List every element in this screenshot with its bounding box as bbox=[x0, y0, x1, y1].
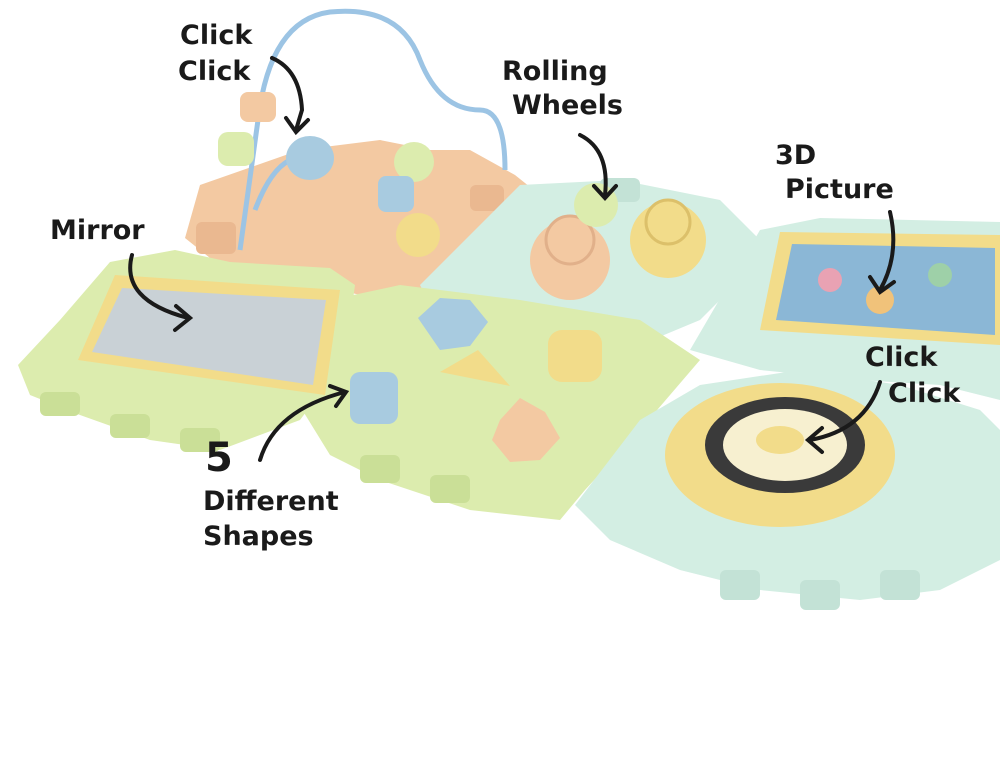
click-wheel bbox=[665, 383, 895, 527]
label-wheels: Wheels bbox=[512, 90, 623, 121]
shape-pegs bbox=[350, 298, 602, 462]
label-mirror: Mirror bbox=[50, 215, 145, 246]
label-picture: Picture bbox=[785, 174, 894, 205]
label-rolling: Rolling bbox=[502, 56, 608, 87]
label-click-click-top-2: Click bbox=[178, 56, 251, 87]
label-3d: 3D bbox=[775, 140, 817, 171]
rolling-wheels-gears bbox=[530, 183, 706, 300]
label-click-click-right-2: Click bbox=[888, 378, 961, 409]
annotation-arrows bbox=[128, 56, 896, 462]
mirror-panel bbox=[78, 275, 340, 395]
label-different: Different bbox=[203, 486, 339, 517]
beads bbox=[218, 92, 440, 257]
label-click-click-right-1: Click bbox=[865, 342, 938, 373]
label-shapes: Shapes bbox=[203, 521, 314, 552]
label-click-click-top-1: Click bbox=[180, 20, 253, 51]
label-five: 5 bbox=[205, 435, 233, 481]
